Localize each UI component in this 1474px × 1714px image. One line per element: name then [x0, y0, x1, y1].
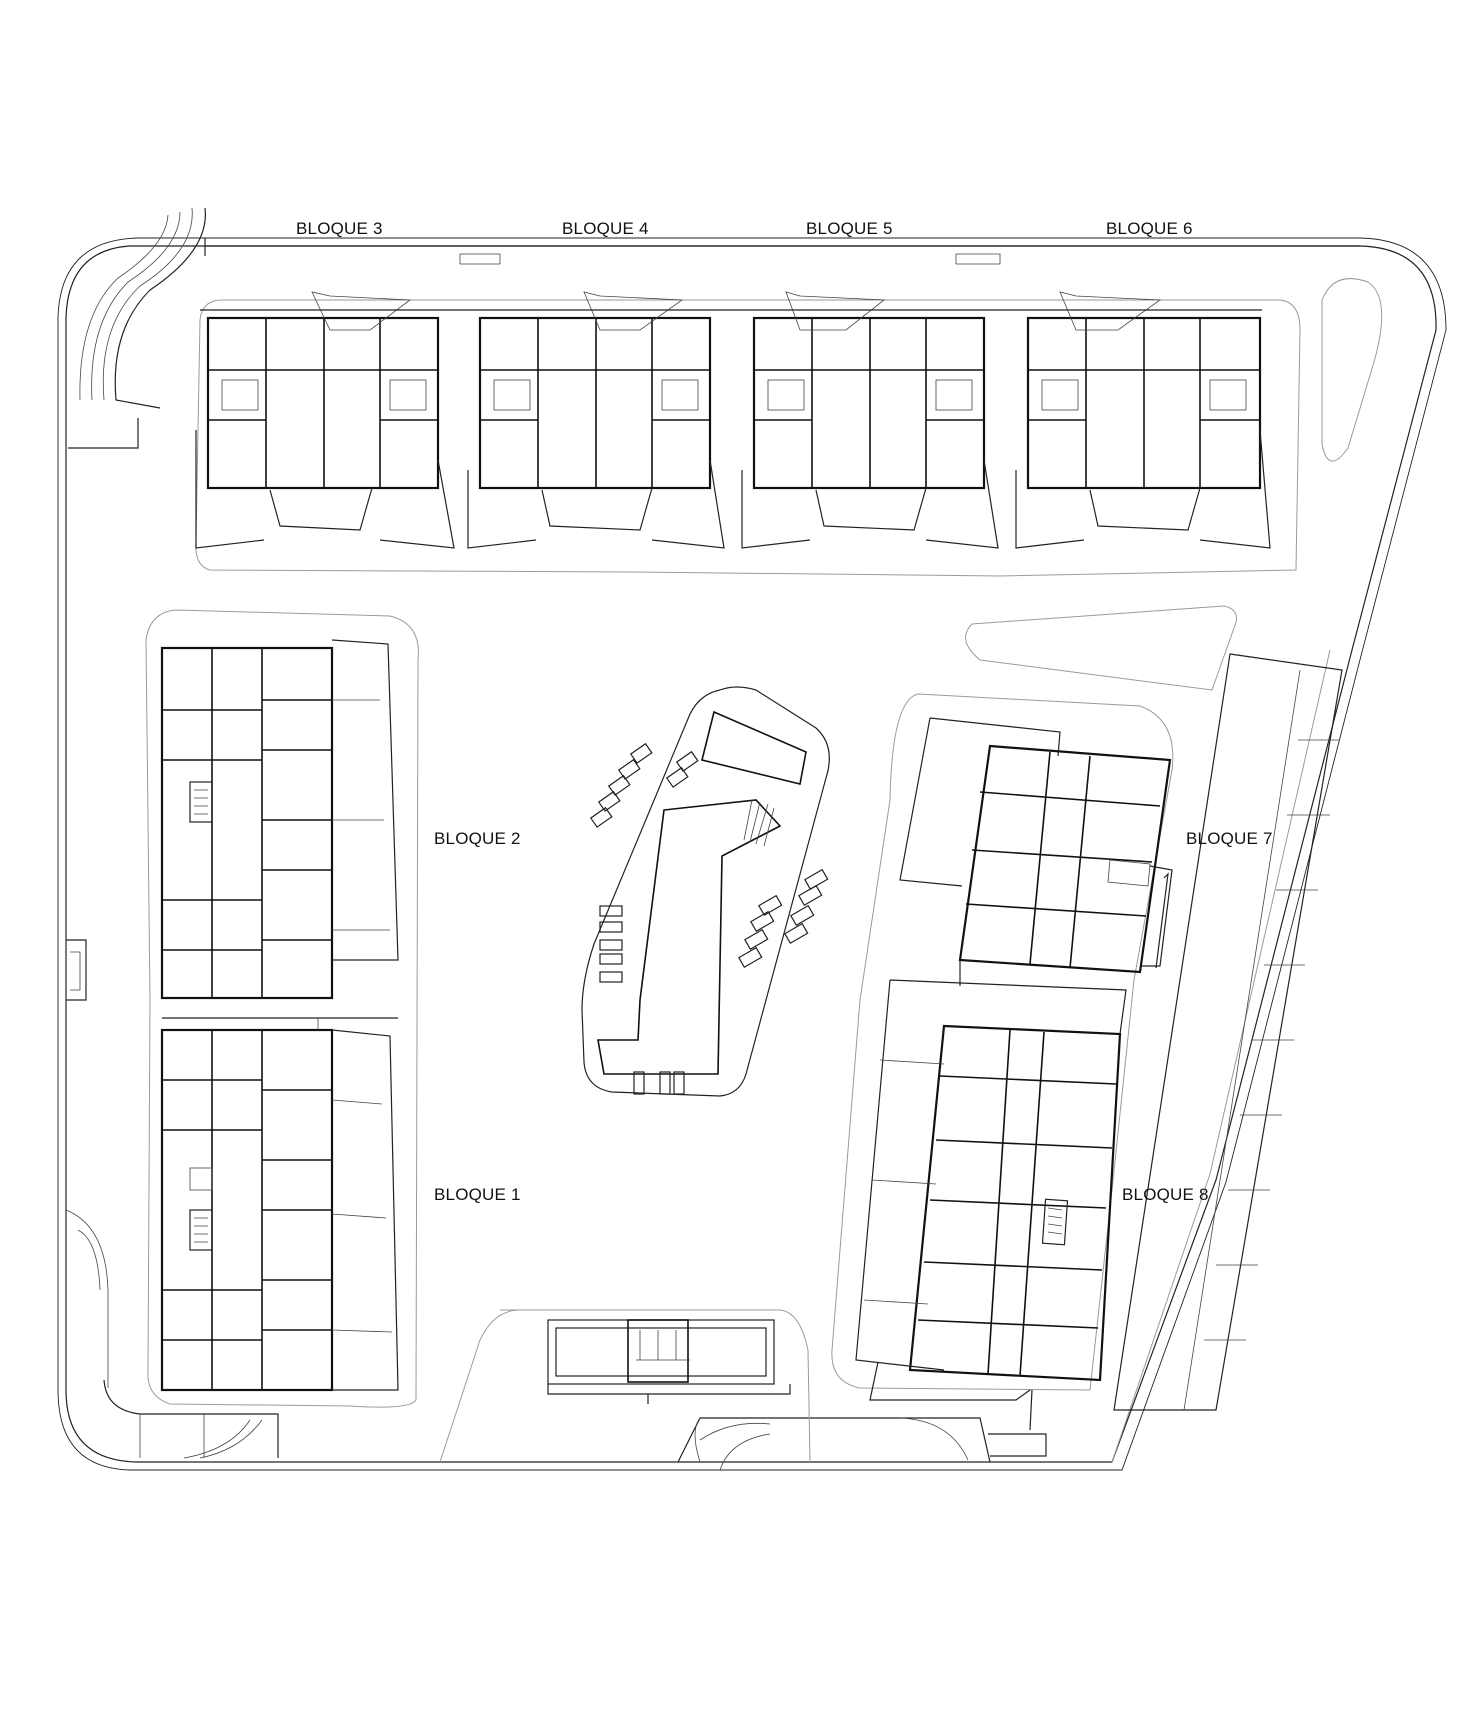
label-bloque-7: BLOQUE 7 [1186, 829, 1273, 848]
label-bloque-5: BLOQUE 5 [806, 219, 893, 238]
bloque-2-footprint [160, 639, 399, 1000]
bloque-6-footprint [1015, 291, 1271, 549]
entry-ramp-southwest [65, 939, 279, 1459]
bloque-5-footprint [741, 291, 999, 549]
site-boundary [57, 237, 1447, 1471]
north-buildings [195, 253, 1271, 549]
sun-loungers [589, 742, 829, 1095]
label-bloque-3: BLOQUE 3 [296, 219, 383, 238]
east-buildings [855, 717, 1173, 1431]
entry-ramp-northwest [68, 207, 206, 449]
parking-strip-east [1113, 653, 1343, 1411]
label-bloque-8: BLOQUE 8 [1122, 1185, 1209, 1204]
bloque-7-footprint [899, 717, 1173, 974]
entry-ramp-south [677, 1417, 1047, 1471]
south-service-building [547, 1319, 791, 1404]
bloque-3-footprint [195, 291, 455, 549]
planters [145, 278, 1383, 1463]
pool-area [581, 686, 830, 1097]
label-bloque-1: BLOQUE 1 [434, 1185, 521, 1204]
bloque-4-footprint [467, 291, 725, 549]
label-bloque-2: BLOQUE 2 [434, 829, 521, 848]
label-bloque-4: BLOQUE 4 [562, 219, 649, 238]
bloque-8-footprint [855, 979, 1127, 1382]
block-labels: BLOQUE 3 BLOQUE 4 BLOQUE 5 BLOQUE 6 BLOQ… [296, 219, 1273, 1204]
west-buildings [160, 639, 399, 1392]
bloque-1-footprint [160, 1028, 399, 1392]
label-bloque-6: BLOQUE 6 [1106, 219, 1193, 238]
